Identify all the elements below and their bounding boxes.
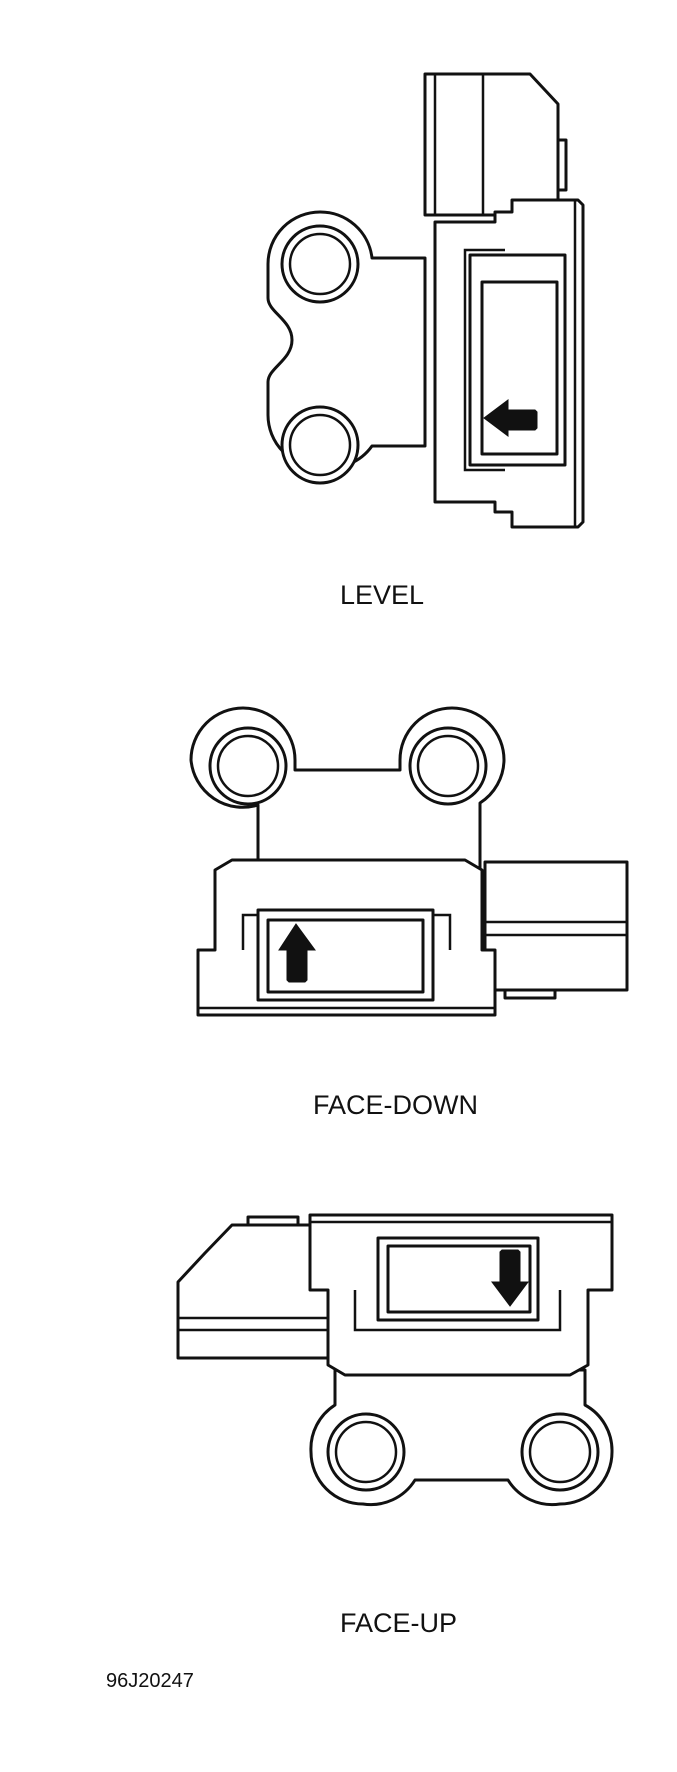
face-up-view-sensor <box>176 1213 614 1507</box>
face-up-mounting-bracket <box>309 1368 614 1507</box>
face-down-bolt-hole-right <box>408 726 488 806</box>
level-mounting-bracket <box>266 210 427 485</box>
figure-code: 96J20247 <box>106 1670 194 1692</box>
face-down-arrow-icon <box>278 923 316 983</box>
face-up-label: FACE-UP <box>340 1608 458 1638</box>
face-up-bolt-hole-right <box>520 1412 600 1492</box>
face-up-sensor-housing <box>308 1213 614 1377</box>
face-up-arrow-icon <box>491 1249 529 1307</box>
level-view-sensor <box>266 72 585 529</box>
face-up-bolt-hole-left <box>326 1412 406 1492</box>
face-down-connector <box>483 860 629 1000</box>
level-connector <box>423 72 568 217</box>
face-down-sensor-housing <box>196 858 497 1017</box>
level-bolt-hole-bottom <box>280 405 360 485</box>
level-arrow-icon <box>483 399 538 437</box>
level-bolt-hole-top <box>280 224 360 304</box>
face-down-mounting-bracket <box>189 706 506 872</box>
face-down-label: FACE-DOWN <box>313 1090 478 1120</box>
level-sensor-housing <box>433 198 585 529</box>
face-down-view-sensor <box>189 706 629 1017</box>
face-down-bolt-hole-left <box>208 726 288 806</box>
level-label: LEVEL <box>340 580 425 610</box>
face-up-connector <box>176 1215 332 1360</box>
